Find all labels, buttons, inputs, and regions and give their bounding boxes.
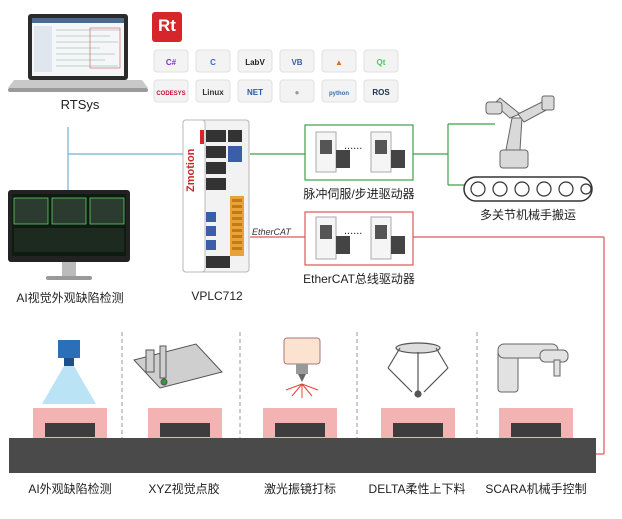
pulse-driver-right [370,131,405,173]
raspberry-icon: ● [279,79,315,103]
svg-text:C: C [210,58,216,67]
qt-icon: Qt [363,49,399,73]
svg-text:CODESYS: CODESYS [156,91,185,97]
labview-icon: LabV [237,49,273,73]
c-lang-icon: C [195,49,231,73]
svg-text:▲: ▲ [335,58,343,67]
station-separators [121,332,478,472]
ros-icon: ROS [363,79,399,103]
controller-vplc712 [182,119,250,273]
workpiece-pads [33,408,573,438]
ethercat-dots: ...... [344,225,363,237]
svg-text:LabV: LabV [245,58,265,67]
production-belt [9,438,596,473]
pulse-dots: ...... [344,140,363,152]
station-laser-icon [283,337,321,398]
svg-text:C#: C# [166,58,177,67]
svg-text:VB: VB [291,58,302,67]
robot-arm-label: 多关节机械手搬运 [479,208,577,222]
svg-text:NET: NET [247,88,263,97]
ai-monitor-label: AI视觉外观缺陷检测 [16,291,124,305]
python-icon: python [321,79,357,103]
conveyor-icon [463,176,593,202]
dotnet-icon: NET [237,79,273,103]
station-scara-robot-icon [497,343,569,393]
pulse-drivers-label: 脉冲伺服/步进驱动器 [303,187,415,201]
laptop-icon [8,14,148,92]
station-ai-camera-icon [42,340,96,404]
rt-logo-text: Rt [158,16,176,35]
pulse-driver-left [315,131,350,173]
matlab-icon: ▲ [321,49,357,73]
monitor-icon [8,190,130,280]
vb-icon: VB [279,49,315,73]
svg-text:python: python [329,91,349,97]
rt-logo [152,12,182,42]
station-label-4: DELTA柔性上下料 [368,482,466,496]
ethercat-logo: EtherCAT [252,227,291,237]
rtsys-label: RTSys [60,97,100,112]
svg-text:●: ● [295,88,300,97]
svg-text:Linux: Linux [202,88,224,97]
station-label-5: SCARA机械手控制 [485,482,587,496]
codesys-icon: CODESYS [153,79,189,103]
linux-icon: Linux [195,79,231,103]
station-label-1: AI外观缺陷检测 [28,482,112,496]
station-label-3: 激光振镜打标 [263,482,337,496]
station-label-2: XYZ视觉点胶 [148,482,220,496]
station-xyz-gantry-icon [133,343,223,389]
robot-arm-icon [485,95,555,169]
red-connections [250,211,605,455]
green-connections [250,123,495,186]
controller-brand-text: Zmotion [185,148,197,192]
ethercat-driver-left [315,216,350,260]
station-delta-robot-icon [387,342,449,398]
svg-text:Qt: Qt [377,58,386,67]
controller-label: VPLC712 [191,289,243,303]
ethercat-driver-right [370,216,405,260]
csharp-icon: C# [153,49,189,73]
svg-text:ROS: ROS [372,88,390,97]
ethercat-drivers-label: EtherCAT总线驱动器 [303,272,415,286]
blue-connections [67,127,185,190]
